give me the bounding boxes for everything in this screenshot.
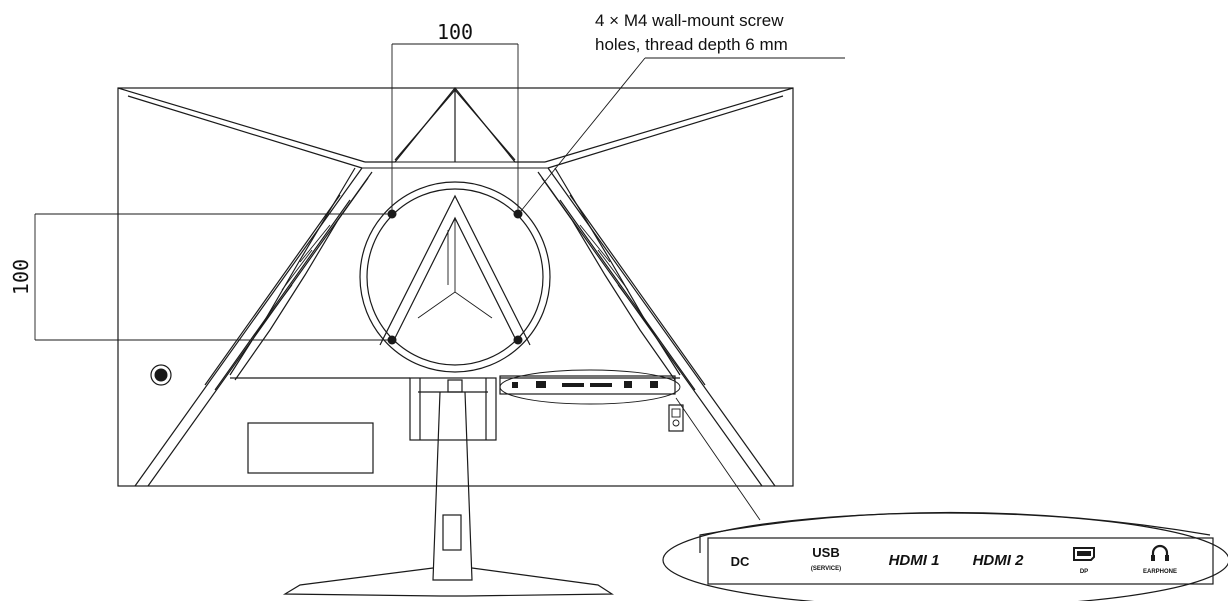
port-label-hdmi-2: HDMI 2 xyxy=(973,552,1024,569)
port-label-earphone: EARPHONE xyxy=(1143,569,1177,575)
displayport-icon xyxy=(1073,547,1095,561)
callout-text-line-2: holes, thread depth 6 mm xyxy=(595,35,788,54)
vertical-dimension xyxy=(34,213,390,341)
port-detail-zoom xyxy=(662,511,1228,601)
vesa-mount-plate xyxy=(359,181,551,373)
callout-text-line-1: 4 × M4 wall-mount screw xyxy=(595,11,784,30)
vertical-dimension-label: 100 xyxy=(9,259,33,295)
power-button-icon xyxy=(150,364,172,386)
screw-hole-bottom-right xyxy=(513,335,523,345)
horizontal-dimension-label: 100 xyxy=(437,20,473,44)
port-label-dc: DC xyxy=(731,554,750,569)
port-area-outline xyxy=(499,369,681,405)
stand xyxy=(282,377,615,597)
callout-leader xyxy=(520,57,845,212)
monitor-back-panel xyxy=(117,87,794,487)
zoom-leader xyxy=(675,397,761,521)
port-label-hdmi-1: HDMI 1 xyxy=(889,552,940,569)
screw-hole-bottom-left xyxy=(387,335,397,345)
port-label-dp: DP xyxy=(1080,569,1088,575)
horizontal-dimension xyxy=(391,43,519,210)
lock-slot-icon xyxy=(668,404,684,432)
label-plate xyxy=(247,422,374,474)
port-label-usb: USB xyxy=(812,545,839,560)
headphone-icon xyxy=(1151,544,1169,561)
screw-hole-top-right xyxy=(513,209,523,219)
port-label-usb-service: (SERVICE) xyxy=(811,566,841,572)
screw-hole-top-left xyxy=(387,209,397,219)
